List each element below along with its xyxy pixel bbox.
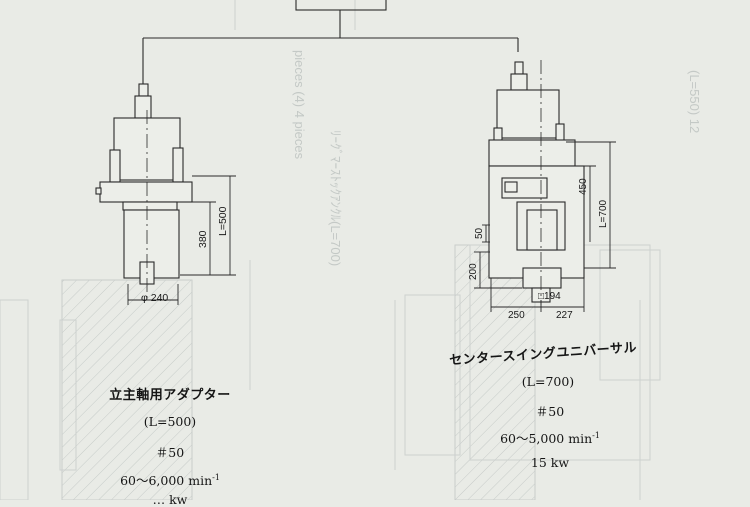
left-unit-length: (L=500): [143, 414, 197, 429]
right-unit-speed-exp: -1: [592, 430, 600, 440]
right-offset-200-label: 200: [468, 263, 479, 280]
left-dimension-lines: [127, 175, 236, 305]
right-unit-taper: ＃50: [535, 404, 565, 419]
left-unit-speed: 60～6,000 min-1: [70, 470, 270, 489]
left-length-label: L=500: [217, 206, 229, 236]
ghost-background: [0, 0, 661, 501]
left-diameter-label: φ 240: [141, 292, 168, 304]
left-dimension-labels: L=500 380 φ 240: [141, 206, 229, 304]
connector-lines: [142, 0, 519, 78]
right-offset-50-label: 50: [474, 227, 485, 239]
left-adapter-drawing: [95, 78, 193, 300]
right-unit-power: 15 kw: [530, 455, 570, 470]
right-length-label: L=700: [598, 199, 609, 228]
left-unit-speed-exp: -1: [212, 472, 220, 482]
left-unit-title: 立主軸用アダプター: [109, 388, 231, 403]
right-dimension-lines: [474, 141, 616, 312]
left-height-label: 380: [197, 230, 209, 248]
ghost-text-1: ﾘｰｸﾞﾏｰｽﾄｯｸｱﾝｸﾙ(L=700): [328, 130, 343, 266]
right-width-left-label: 250: [508, 310, 525, 321]
right-unit-speed-value: 60～5,000 min: [500, 431, 593, 446]
ghost-text-2: pieces (4) 4 pieces: [292, 50, 307, 160]
right-unit-speed: 60～5,000 min-1: [460, 428, 640, 447]
ghost-text-3: (L=550) 12: [687, 70, 702, 133]
right-unit-length: (L=700): [521, 374, 575, 389]
ghost-mirrored-text: ﾘｰｸﾞﾏｰｽﾄｯｸｱﾝｸﾙ(L=700) pieces (4) 4 piece…: [292, 50, 702, 266]
right-universal-drawing: [488, 60, 585, 305]
right-width-right-label: 227: [556, 310, 573, 321]
left-unit-speed-value: 60～6,000 min: [120, 473, 213, 488]
right-square-label: □194: [538, 291, 561, 302]
right-height-label: 450: [578, 178, 589, 195]
left-unit-taper: ＃50: [155, 445, 185, 460]
right-dimension-labels: L=700 450 50 200 □194 250 227: [468, 178, 609, 321]
